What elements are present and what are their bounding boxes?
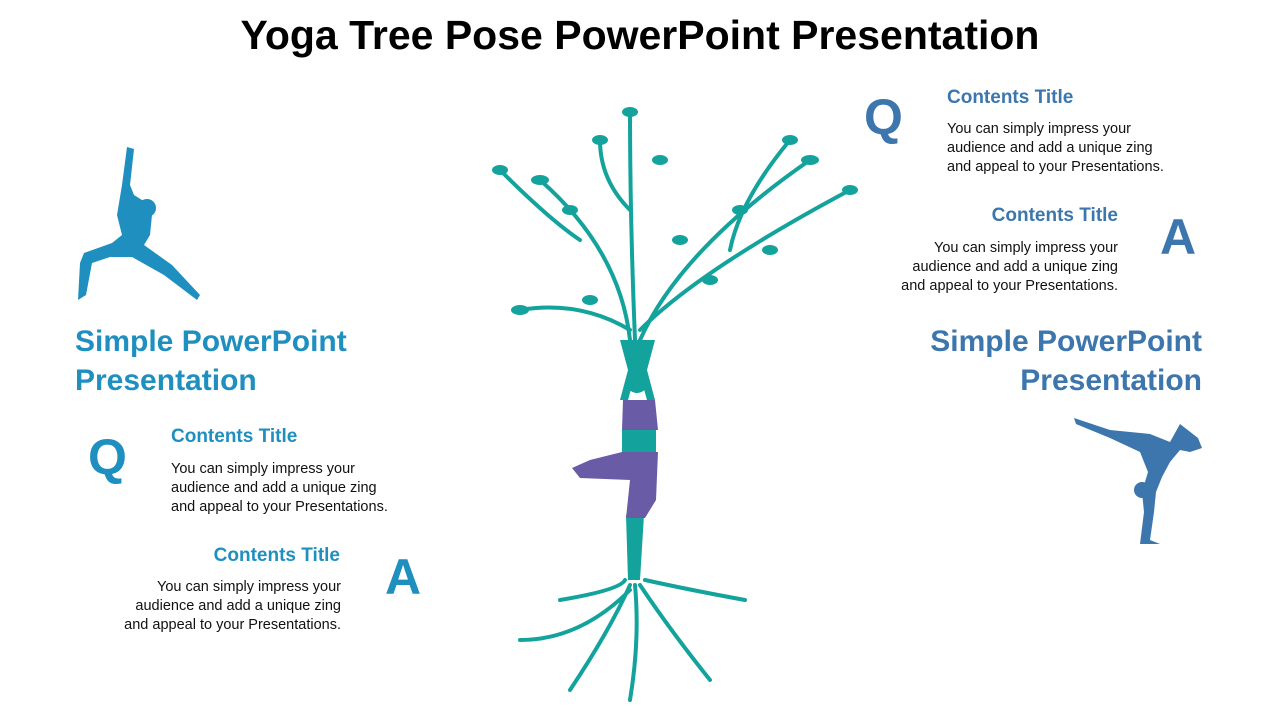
text-line: You can simply impress your: [933, 240, 1118, 256]
right-heading: Simple PowerPoint Presentation: [860, 322, 1202, 400]
warrior-pose-figure-icon: [78, 147, 200, 300]
left-q-title: Contents Title: [171, 426, 298, 447]
text-line: audience and add a unique zing: [912, 259, 1118, 275]
left-q-letter: Q: [88, 429, 127, 485]
text-line: audience and add a unique zing: [171, 480, 377, 496]
yoga-tree-illustration: [492, 107, 858, 702]
left-a-letter: A: [385, 549, 422, 605]
right-a-title: Contents Title: [991, 205, 1118, 226]
text-line: audience and add a unique zing: [135, 598, 341, 614]
text-line: and appeal to your Presentations.: [124, 617, 341, 633]
left-heading: Simple PowerPoint Presentation: [75, 322, 347, 400]
right-q-text: You can simply impress your audience and…: [947, 120, 1164, 177]
text-line: and appeal to your Presentations.: [947, 159, 1164, 175]
right-a-text: You can simply impress your audience and…: [838, 239, 1118, 296]
text-line: and appeal to your Presentations.: [171, 499, 388, 515]
left-heading-line2: Presentation: [75, 364, 257, 397]
right-q-title: Contents Title: [947, 87, 1074, 108]
text-line: audience and add a unique zing: [947, 140, 1153, 156]
text-line: You can simply impress your: [171, 461, 356, 477]
left-heading-line1: Simple PowerPoint: [75, 325, 347, 358]
text-line: You can simply impress your: [156, 579, 341, 595]
right-a-letter: A: [1160, 209, 1197, 265]
text-line: and appeal to your Presentations.: [901, 278, 1118, 294]
slide-title: Yoga Tree Pose PowerPoint Presentation: [240, 12, 1040, 58]
left-a-text: You can simply impress your audience and…: [60, 578, 341, 635]
left-q-text: You can simply impress your audience and…: [171, 460, 388, 517]
right-heading-line1: Simple PowerPoint: [930, 325, 1202, 358]
left-a-title: Contents Title: [213, 545, 340, 566]
handstand-pose-figure-icon: [1074, 418, 1202, 544]
text-line: You can simply impress your: [947, 121, 1132, 137]
right-q-letter: Q: [864, 89, 903, 145]
right-heading-line2: Presentation: [1020, 364, 1202, 397]
